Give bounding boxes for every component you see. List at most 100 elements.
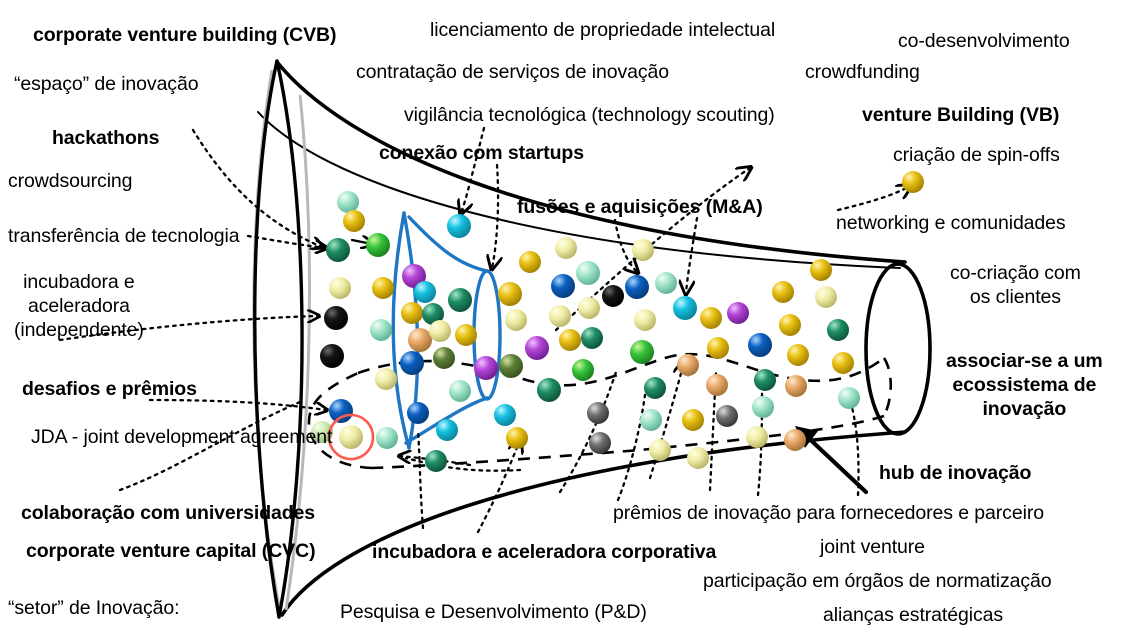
innovation-ball — [448, 288, 472, 312]
label-aliancas: alianças estratégicas — [823, 604, 1003, 626]
innovation-ball — [687, 447, 709, 469]
label-crowdfunding: crowdfunding — [805, 61, 920, 83]
innovation-ball — [555, 237, 577, 259]
innovation-ball — [706, 374, 728, 396]
innovation-ball — [655, 272, 677, 294]
innovation-ball — [902, 171, 924, 193]
label-hackathons: hackathons — [52, 127, 160, 149]
innovation-ball — [339, 425, 363, 449]
label-setor: “setor” de Inovação: — [8, 597, 180, 619]
innovation-ball — [414, 281, 436, 303]
label-crowdsourcing: crowdsourcing — [8, 170, 133, 192]
innovation-ball — [375, 368, 397, 390]
innovation-ball — [422, 303, 444, 325]
innovation-ball — [832, 352, 854, 374]
cone-mouth-ellipse — [253, 59, 304, 619]
innovation-ball — [370, 319, 392, 341]
innovation-ball — [499, 354, 523, 378]
label-espaco: “espaço” de inovação — [14, 73, 199, 95]
innovation-ball — [408, 328, 432, 352]
label-orgaos: participação em órgãos de normatização — [703, 570, 1052, 592]
label-conexao: conexão com startups — [379, 142, 584, 164]
leader-lines — [58, 126, 910, 534]
innovation-ball — [343, 210, 365, 232]
innovation-ball — [754, 369, 776, 391]
label-spinoffs: criação de spin-offs — [893, 144, 1060, 166]
innovation-ball — [787, 344, 809, 366]
innovation-ball — [707, 337, 729, 359]
label-licenciamento: licenciamento de propriedade intelectual — [430, 19, 776, 41]
innovation-ball — [537, 378, 561, 402]
innovation-ball — [551, 274, 575, 298]
innovation-ball — [682, 409, 704, 431]
label-cvb: corporate venture building (CVB) — [33, 24, 337, 46]
innovation-ball — [810, 259, 832, 281]
innovation-ball — [376, 427, 398, 449]
innovation-ball — [587, 402, 609, 424]
label-ma: fusões e aquisições (M&A) — [517, 196, 763, 218]
innovation-ball — [632, 239, 654, 261]
innovation-ball — [429, 320, 451, 342]
innovation-ball — [827, 319, 849, 341]
innovation-ball — [372, 277, 394, 299]
innovation-ball — [746, 426, 768, 448]
innovation-ball — [772, 281, 794, 303]
innovation-ball — [455, 324, 477, 346]
innovation-ball — [326, 238, 350, 262]
innovation-ball — [644, 377, 666, 399]
label-transferencia: transferência de tecnologia — [8, 225, 240, 247]
innovation-ball — [366, 233, 390, 257]
innovation-ball — [785, 375, 807, 397]
innovation-ball — [506, 427, 528, 449]
innovation-ball — [572, 359, 594, 381]
innovation-ball — [329, 277, 351, 299]
innovation-ball — [581, 327, 603, 349]
innovation-ball — [311, 421, 333, 443]
innovation-ball — [519, 251, 541, 273]
innovation-ball — [649, 439, 671, 461]
label-codesenvolvimento: co-desenvolvimento — [898, 30, 1070, 52]
innovation-ball — [329, 399, 353, 423]
innovation-balls — [311, 171, 924, 472]
label-incubadora-corp: incubadora e aceleradora corporativa — [372, 541, 717, 563]
innovation-ball — [673, 296, 697, 320]
innovation-ball — [700, 307, 722, 329]
label-hub: hub de inovação — [879, 462, 1032, 484]
label-pd: Pesquisa e Desenvolvimento (P&D) — [340, 601, 647, 623]
innovation-ball — [474, 356, 498, 380]
innovation-ball — [337, 191, 359, 213]
innovation-ball — [505, 309, 527, 331]
innovation-ball — [640, 409, 662, 431]
innovation-ball — [779, 314, 801, 336]
innovation-ball — [549, 305, 571, 327]
label-desafios: desafios e prêmios — [22, 378, 197, 400]
innovation-ball — [630, 340, 654, 364]
label-vigilancia: vigilância tecnológica (technology scout… — [404, 104, 775, 126]
innovation-ball — [634, 309, 656, 331]
innovation-ball — [602, 285, 624, 307]
innovation-ball — [320, 344, 344, 368]
label-premios: prêmios de inovação para fornecedores e … — [613, 502, 1044, 524]
innovation-ball — [449, 380, 471, 402]
innovation-ball — [677, 354, 699, 376]
innovation-ball — [494, 404, 516, 426]
innovation-ball — [716, 405, 738, 427]
cone-right-ellipse — [864, 262, 932, 436]
innovation-ball — [433, 347, 455, 369]
innovation-ball — [401, 302, 423, 324]
innovation-ball — [784, 429, 806, 451]
innovation-ball — [407, 402, 429, 424]
innovation-ball — [436, 419, 458, 441]
label-colaboracao: colaboração com universidades — [21, 502, 316, 524]
innovation-ball — [400, 351, 424, 375]
innovation-ball — [589, 432, 611, 454]
innovation-ball — [752, 396, 774, 418]
highlight-circle — [327, 413, 375, 461]
label-contratacao: contratação de serviços de inovação — [356, 61, 670, 83]
innovation-ball — [447, 214, 471, 238]
innovation-ball — [402, 264, 426, 288]
